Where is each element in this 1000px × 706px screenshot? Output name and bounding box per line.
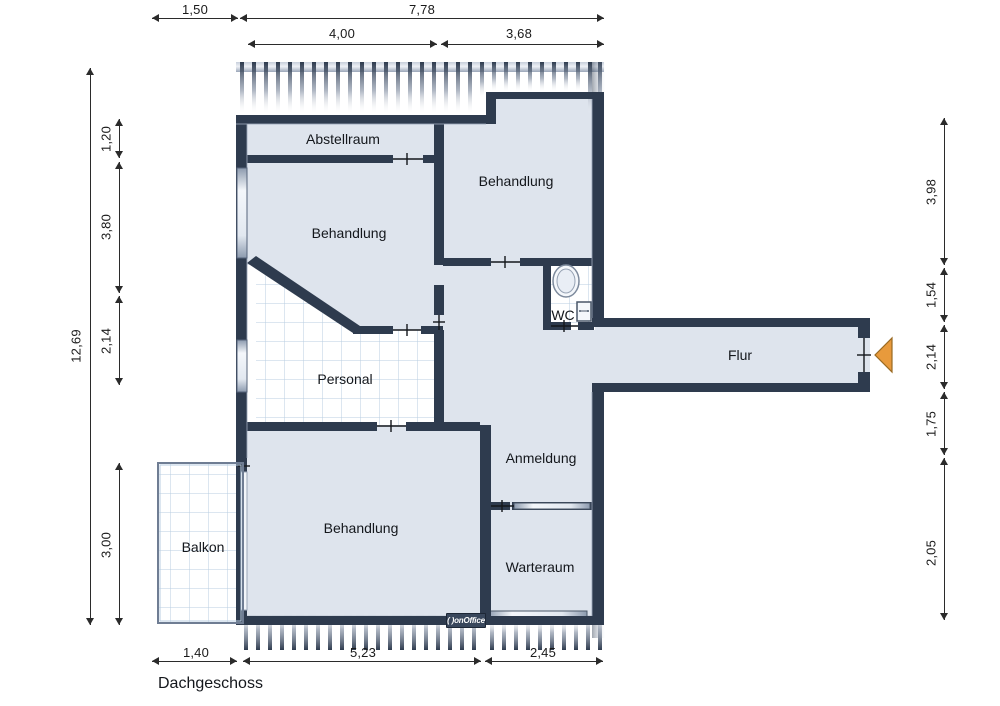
dim-line: [441, 44, 604, 45]
dim-arrow: [115, 119, 123, 126]
balcony-railing: [157, 462, 244, 624]
dim-arrow: [115, 378, 123, 385]
dim-arrow: [115, 618, 123, 625]
dim-label-left-3: 2,14: [98, 327, 114, 355]
roof-slope-hatching-top: [236, 62, 606, 117]
dim-arrow: [940, 325, 948, 332]
dim-line: [152, 18, 238, 19]
dim-arrow: [597, 14, 604, 22]
dim-line: [944, 458, 945, 620]
walls: [236, 92, 870, 625]
dim-arrow: [940, 392, 948, 399]
dim-label-left-2: 3,80: [98, 213, 114, 241]
room-label-wc: WC: [551, 307, 575, 323]
dim-arrow: [940, 258, 948, 265]
plan-title: Dachgeschoss: [158, 675, 263, 692]
dim-line: [944, 118, 945, 265]
tiled-room-balkon: [158, 463, 243, 623]
dim-arrow: [115, 162, 123, 169]
dim-arrow: [230, 657, 237, 665]
dim-line: [119, 463, 120, 625]
dim-line: [119, 296, 120, 385]
dim-arrow: [940, 268, 948, 275]
dim-line: [485, 661, 603, 662]
dim-arrow: [152, 14, 159, 22]
dim-label-right-4: 1,75: [923, 410, 939, 438]
dim-label-top-1: 1,50: [181, 2, 209, 17]
dim-arrow: [115, 296, 123, 303]
dim-line: [90, 68, 91, 625]
dim-label-right-5: 2,05: [923, 539, 939, 567]
dim-line: [119, 119, 120, 158]
dim-arrow: [441, 40, 448, 48]
dim-label-bottom-1: 1,40: [182, 645, 210, 660]
room-label-behandlung-2: Behandlung: [478, 173, 554, 189]
room-label-personal: Personal: [317, 371, 373, 387]
dim-arrow: [86, 68, 94, 75]
dim-arrow: [474, 657, 481, 665]
dim-label-right-3: 2,14: [923, 343, 939, 371]
dim-arrow: [940, 382, 948, 389]
doors: [238, 153, 871, 512]
dim-arrow: [231, 14, 238, 22]
dim-arrow: [940, 458, 948, 465]
dim-label-bottom-3: 2,45: [529, 645, 557, 660]
dim-line: [944, 325, 945, 389]
dim-line: [248, 44, 437, 45]
dim-arrow: [940, 118, 948, 125]
room-label-behandlung-1: Behandlung: [311, 225, 387, 241]
dim-line: [152, 661, 237, 662]
room-label-abstellraum: Abstellraum: [306, 131, 380, 147]
dim-arrow: [248, 40, 255, 48]
dim-label-left-4: 3,00: [98, 531, 114, 559]
room-label-balkon: Balkon: [181, 539, 225, 555]
dim-label-top-4: 3,68: [505, 26, 533, 41]
room-label-anmeldung: Anmeldung: [505, 450, 577, 466]
dim-arrow: [940, 315, 948, 322]
dim-arrow: [115, 286, 123, 293]
dim-arrow: [86, 618, 94, 625]
dim-arrow: [115, 463, 123, 470]
dim-label-top-2: 7,78: [408, 2, 436, 17]
dim-arrow: [243, 657, 250, 665]
dim-arrow: [485, 657, 492, 665]
dim-line: [240, 18, 604, 19]
dim-label-right-2: 1,54: [923, 281, 939, 309]
dim-label-left-1: 1,20: [98, 125, 114, 153]
dim-arrow: [430, 40, 437, 48]
dim-arrow: [596, 657, 603, 665]
dim-arrow: [115, 151, 123, 158]
dim-line: [944, 268, 945, 322]
dim-label-bottom-2: 5,23: [349, 645, 377, 660]
dim-arrow: [152, 657, 159, 665]
dim-label-left-total: 12,69: [68, 329, 84, 363]
dim-label-right-1: 3,98: [923, 178, 939, 206]
dim-arrow: [240, 14, 247, 22]
dim-line: [119, 162, 120, 293]
wc-fixtures: [552, 264, 592, 322]
dim-arrow: [940, 613, 948, 620]
room-label-behandlung-3: Behandlung: [323, 520, 399, 536]
dim-label-top-3: 4,00: [328, 26, 356, 41]
dim-arrow: [597, 40, 604, 48]
dim-line: [243, 661, 481, 662]
dim-line: [944, 392, 945, 455]
room-label-warteraum: Warteraum: [505, 559, 575, 575]
entry-direction-marker: [874, 336, 893, 374]
room-label-flur: Flur: [727, 347, 753, 363]
onoffice-watermark: ( )onOffice: [446, 613, 486, 628]
dim-arrow: [940, 448, 948, 455]
